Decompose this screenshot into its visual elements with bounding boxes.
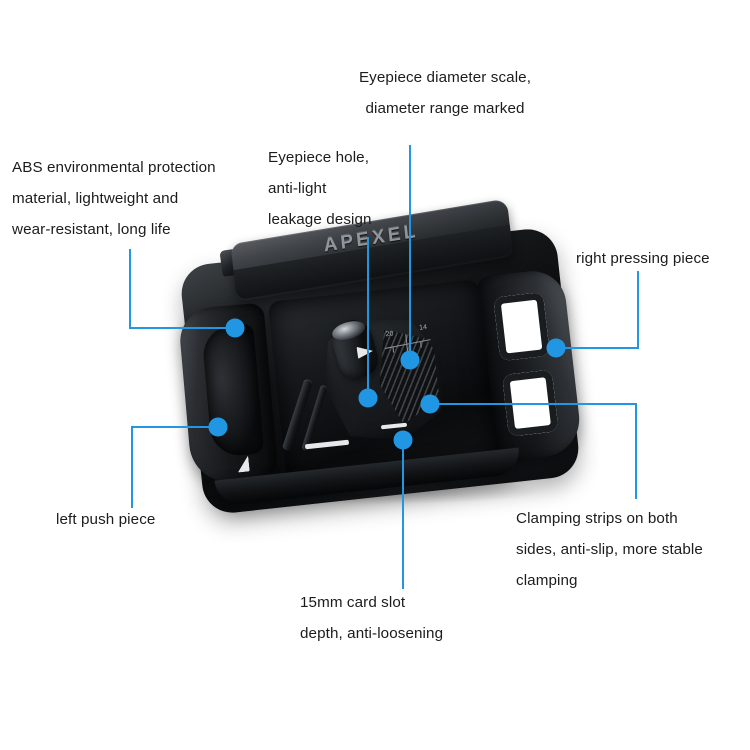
label-abs-material: ABS environmental protection material, l… [12,159,216,238]
scale-label-left: 20 [385,330,394,338]
right-arm-cutout-bottom [501,369,559,437]
label-eyepiece-diameter-scale: Eyepiece diameter scale, diameter range … [358,69,532,117]
label-left-push-piece: left push piece [56,511,156,528]
eyepiece-diameter-scale-part: 20 14 [385,324,431,359]
label-right-pressing-piece: right pressing piece [576,250,710,267]
label-eyepiece-hole: Eyepiece hole, anti-light leakage design [268,149,372,228]
product-image: 20 14 APEXEL [177,198,584,518]
label-clamping-strips: Clamping strips on both sides, anti-slip… [516,510,703,589]
label-card-slot-depth: 15mm card slot depth, anti-loosening [300,594,444,642]
scale-label-right: 14 [419,324,428,332]
right-arm-cutout-top [493,291,551,362]
left-push-piece-part [177,302,279,486]
left-arm-cutout [201,323,265,458]
